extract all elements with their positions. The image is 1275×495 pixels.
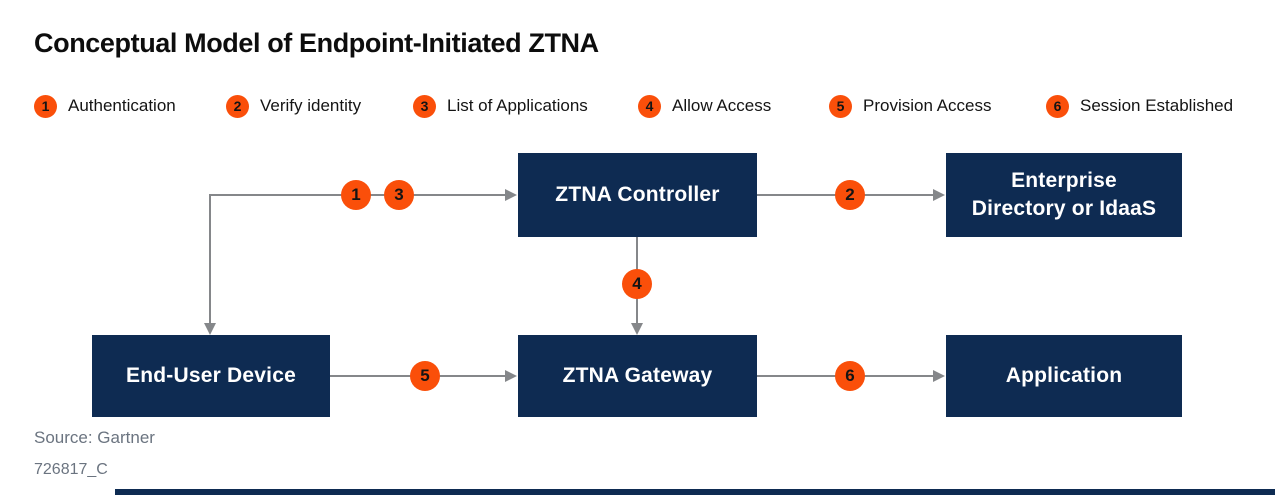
step-4-badge: 4	[638, 94, 661, 118]
node-enterprise-directory: Enterprise Directory or IdaaS	[946, 153, 1182, 237]
arrowhead-into-directory-icon	[933, 189, 945, 201]
arrowhead-into-application-icon	[933, 370, 945, 382]
node-label: End-User Device	[126, 364, 296, 388]
flow-badge-3: 3	[384, 180, 414, 210]
legend-item-session-established: 6 Session Established	[1046, 94, 1233, 118]
step-2-badge: 2	[226, 94, 249, 118]
legend-label: List of Applications	[447, 96, 588, 115]
legend-item-verify-identity: 2 Verify identity	[226, 94, 361, 118]
legend-label: Session Established	[1080, 96, 1234, 115]
arrowhead-into-controller-icon	[505, 189, 517, 201]
arrowhead-into-gateway-icon	[505, 370, 517, 382]
arrowhead-down-into-gateway-icon	[631, 323, 643, 335]
step-1-badge: 1	[34, 94, 57, 118]
legend-label: Verify identity	[260, 96, 362, 115]
flow-badge-2: 2	[835, 180, 865, 210]
legend-label: Authentication	[68, 96, 176, 115]
figure-id: 726817_C	[34, 461, 108, 478]
flow-badge-1: 1	[341, 180, 371, 210]
node-ztna-controller: ZTNA Controller	[518, 153, 757, 237]
legend-label: Allow Access	[672, 96, 772, 115]
node-label-line2: Directory or IdaaS	[971, 197, 1157, 220]
step-5-badge: 5	[829, 94, 852, 118]
flow-badge-4: 4	[622, 269, 652, 299]
bottom-divider-bar	[115, 489, 1275, 495]
source-attribution: Source: Gartner	[34, 428, 155, 447]
flow-badge-6: 6	[835, 361, 865, 391]
node-application: Application	[946, 335, 1182, 417]
legend-item-list-of-applications: 3 List of Applications	[413, 94, 588, 118]
node-label: ZTNA Controller	[555, 183, 720, 207]
arrowhead-into-device-icon	[204, 323, 216, 335]
legend-label: Provision Access	[863, 96, 992, 115]
legend-item-authentication: 1 Authentication	[34, 94, 176, 118]
page-title: Conceptual Model of Endpoint-Initiated Z…	[34, 28, 599, 58]
node-label-line1: Enterprise	[1011, 169, 1117, 193]
node-end-user-device: End-User Device	[92, 335, 330, 417]
legend-item-provision-access: 5 Provision Access	[829, 94, 992, 118]
node-label: ZTNA Gateway	[562, 364, 713, 388]
node-ztna-gateway: ZTNA Gateway	[518, 335, 757, 417]
step-3-badge: 3	[413, 94, 436, 118]
arrow-line-corner-to-device	[209, 194, 211, 324]
flow-badge-5: 5	[410, 361, 440, 391]
step-6-badge: 6	[1046, 94, 1069, 118]
legend-item-allow-access: 4 Allow Access	[638, 94, 771, 118]
node-label: Application	[1005, 364, 1123, 388]
